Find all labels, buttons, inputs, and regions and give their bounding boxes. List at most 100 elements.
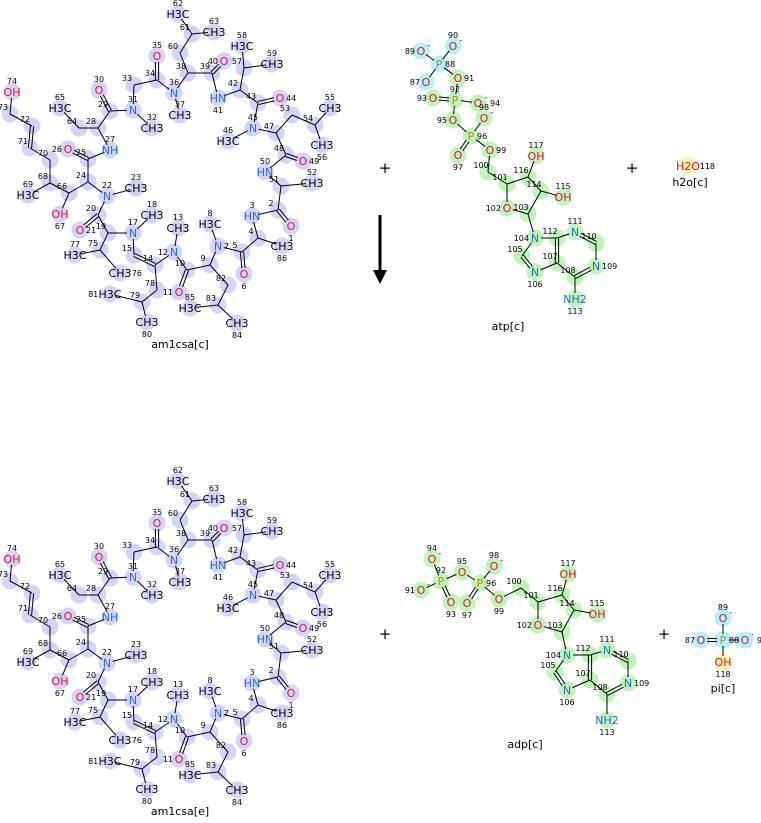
- atom-highlight: [138, 313, 156, 331]
- single-bond: [68, 181, 89, 194]
- single-bond: [99, 716, 117, 736]
- atom-number: 35: [152, 508, 162, 517]
- atom-number: 30: [94, 75, 104, 84]
- atom-symbol: O: [64, 610, 73, 623]
- atom-number: 97: [462, 611, 472, 620]
- atom-number: 3: [249, 201, 254, 210]
- atom-number: 31: [128, 562, 138, 571]
- atom-number: 28: [86, 584, 96, 593]
- atom-symbol: O: [428, 553, 437, 566]
- single-bond: [561, 594, 575, 611]
- atom-highlight: [148, 47, 166, 65]
- atom-symbol: CH3: [141, 209, 164, 222]
- atom-number: 58: [237, 498, 247, 507]
- atom-symbol: P: [438, 575, 445, 588]
- atom-highlight: [714, 609, 732, 627]
- atom-number: 37: [175, 100, 185, 109]
- single-bond: [527, 213, 534, 233]
- atom-symbol: N: [103, 190, 111, 203]
- atom-number: 64: [67, 584, 77, 593]
- atom-number: 40: [208, 57, 218, 66]
- atom-highlight: [165, 84, 183, 102]
- single-bond: [257, 704, 277, 712]
- atom-number: 39: [200, 529, 210, 538]
- atom-number: 31: [128, 95, 138, 104]
- atom-number: 77: [70, 707, 80, 716]
- atom-symbol: CH3: [301, 644, 324, 657]
- atom-charge: -: [438, 549, 441, 558]
- atom-number: 79: [130, 758, 140, 767]
- atom-highlight: [3, 550, 21, 568]
- atom-symbol: O: [220, 522, 229, 535]
- atom-number: 111: [567, 217, 582, 226]
- atom-number: 5: [232, 241, 237, 250]
- atom-highlight: [303, 174, 321, 192]
- single-bond: [99, 699, 109, 718]
- double-bond: [438, 99, 449, 102]
- atom-symbol: HN: [257, 633, 274, 646]
- atom-symbol: O: [95, 84, 104, 97]
- single-bond: [269, 175, 282, 187]
- atom-symbol: O: [175, 286, 184, 299]
- atom-highlight: [256, 630, 274, 648]
- atom-number: 91: [464, 74, 474, 83]
- single-bond: [68, 648, 89, 661]
- atom-number: 44: [286, 561, 296, 570]
- atom-number: 37: [175, 567, 185, 576]
- atom-number: 50: [260, 157, 270, 166]
- atom-symbol: O: [240, 735, 249, 748]
- atom-number: 115: [589, 599, 604, 608]
- single-bond: [242, 51, 245, 69]
- atom-symbol: O: [490, 560, 499, 573]
- atom-number: 84: [232, 798, 242, 807]
- atom-highlight: [587, 257, 605, 275]
- atom-symbol: O: [719, 612, 728, 625]
- atom-highlight: [59, 140, 77, 158]
- atom-number: 96: [477, 132, 487, 141]
- atom-number: 94: [427, 544, 437, 553]
- double-bond: [522, 254, 533, 267]
- atom-highlight: [490, 590, 508, 608]
- single-bond: [572, 679, 591, 689]
- double-bond: [182, 737, 189, 755]
- single-bond: [457, 123, 467, 133]
- single-bond: [87, 618, 105, 627]
- double-bond: [31, 126, 35, 149]
- single-bond: [291, 581, 316, 593]
- atom-highlight: [165, 710, 183, 728]
- atom-highlight: [165, 551, 183, 569]
- atom-number: 71: [18, 137, 28, 146]
- atom-highlight: [558, 681, 576, 699]
- double-bond: [27, 125, 31, 148]
- atom-number: 72: [20, 582, 30, 591]
- single-bond: [63, 112, 80, 129]
- atom-number: 38: [176, 62, 186, 71]
- atom-number: 65: [55, 93, 65, 102]
- atom-symbol: O: [449, 40, 458, 53]
- atom-number: 28: [86, 117, 96, 126]
- atom-number: 92: [436, 566, 446, 575]
- single-bond: [61, 192, 70, 209]
- atom-number: 108: [592, 683, 607, 692]
- atom-highlight: [215, 519, 233, 537]
- atom-symbol: O: [76, 224, 85, 237]
- atom-highlight: [243, 674, 261, 692]
- single-bond: [442, 50, 450, 60]
- single-bond: [466, 574, 476, 581]
- single-bond: [177, 539, 189, 556]
- plus-sign: +: [658, 625, 671, 643]
- atom-number: 9: [200, 721, 205, 730]
- atom-charge: -: [751, 630, 754, 639]
- atom-number: 24: [76, 171, 86, 180]
- atom-number: 90: [448, 31, 458, 40]
- double-bond: [439, 96, 450, 99]
- atom-highlight: [481, 141, 499, 159]
- single-bond: [99, 249, 117, 269]
- single-bond: [561, 579, 567, 596]
